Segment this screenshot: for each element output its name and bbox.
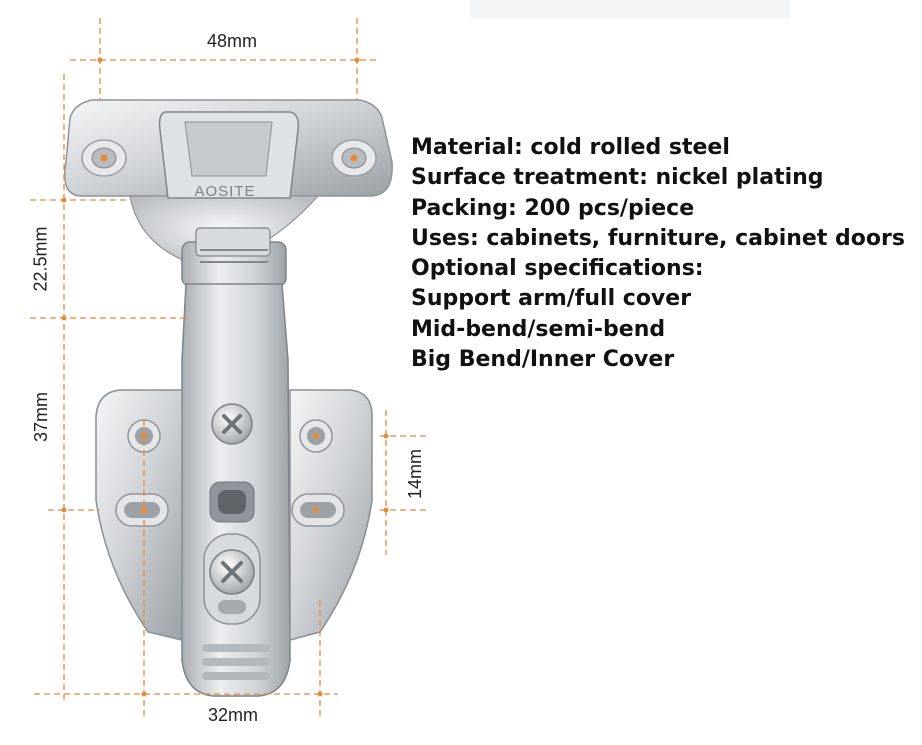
- spec-option-full-cover: Support arm/full cover: [411, 286, 692, 312]
- spec-material: Material: cold rolled steel: [411, 135, 730, 160]
- adjustment-screw-bottom: [203, 533, 261, 625]
- spec-optional-heading: Optional specifications:: [411, 256, 704, 282]
- arm-ribs: [202, 644, 270, 680]
- dim-bottom-width: 32mm: [208, 705, 259, 725]
- adjustment-screw-top: [211, 403, 253, 445]
- dimension-lines: [30, 18, 428, 720]
- dim-top-width: 48mm: [207, 31, 258, 51]
- spec-uses: Uses: cabinets, furniture, cabinet doors: [411, 225, 905, 251]
- dim-upper-height: 22.5mm: [30, 226, 51, 292]
- depth-slot: [209, 481, 255, 523]
- spec-option-inner-cover: Big Bend/Inner Cover: [411, 347, 675, 373]
- hinge-knuckle: [181, 227, 287, 287]
- spec-list: Material: cold rolled steel Surface trea…: [411, 133, 905, 375]
- dim-hole-spacing: 14mm: [405, 448, 426, 500]
- spec-packing: Packing: 200 pcs/piece: [411, 195, 695, 221]
- brand-mark: AOSITE: [194, 183, 255, 200]
- dim-lower-height: 37mm: [31, 391, 52, 443]
- spec-option-semi-bend: Mid-bend/semi-bend: [411, 316, 666, 342]
- spec-surface-treatment: Surface treatment: nickel plating: [411, 165, 824, 191]
- hole-center-marks: [100, 154, 358, 513]
